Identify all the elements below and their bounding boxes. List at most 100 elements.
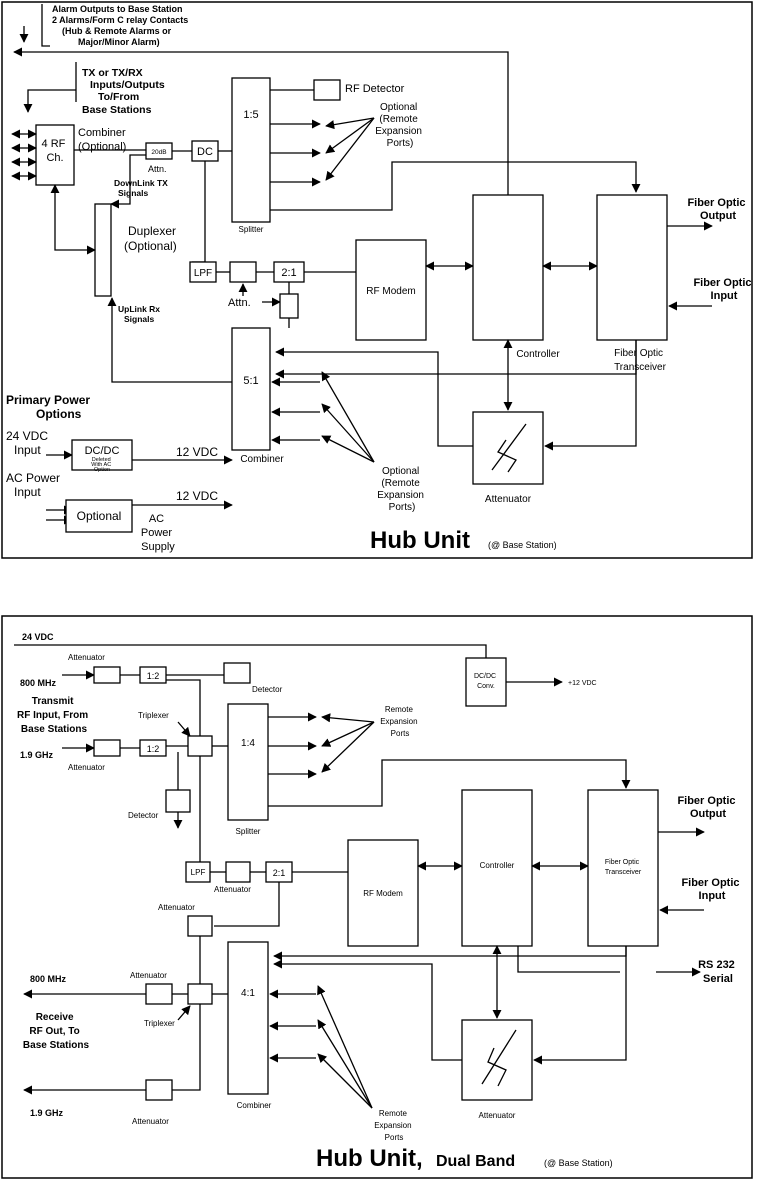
pointer-arrow bbox=[317, 1053, 373, 1109]
combiner-optional-label: Combiner (Optional) bbox=[78, 127, 129, 153]
attenuator-box bbox=[461, 1019, 533, 1101]
pointer-arrow bbox=[321, 435, 375, 463]
attenuator-label: Attenuator bbox=[479, 1111, 516, 1120]
fo-output-label: Fiber Optic Output bbox=[687, 197, 748, 222]
splitter-ratio: 1:5 bbox=[243, 109, 258, 121]
optional-ports-label-1: Optional (Remote Expansion Ports) bbox=[375, 102, 424, 149]
alarm-note: Alarm Outputs to Base Station 2 Alarms/F… bbox=[52, 4, 191, 47]
attenuator-f-label: Attenuator bbox=[132, 1117, 169, 1126]
hub-unit-subtitle: (@ Base Station) bbox=[488, 540, 557, 550]
triplexer-a-pointer bbox=[177, 721, 191, 737]
combiner-box bbox=[227, 941, 269, 1095]
rf-modem-box bbox=[355, 239, 427, 341]
triplexer-b-label: Triplexer bbox=[144, 1019, 175, 1028]
attenuator-f-box bbox=[145, 1079, 173, 1101]
splitter-ratio: 1:4 bbox=[241, 738, 255, 749]
pointer-arrow bbox=[321, 713, 375, 723]
controller-label: Controller bbox=[480, 861, 515, 870]
hub-unit-dual-subtitle: (@ Base Station) bbox=[544, 1158, 613, 1168]
controller-label: Controller bbox=[516, 349, 560, 360]
rs232-label: RS 232 Serial bbox=[698, 959, 738, 985]
attn-box bbox=[229, 261, 257, 283]
duplexer-rfch-line bbox=[50, 184, 96, 255]
tx-note: TX or TX/RX Inputs/Outputs To/From Base … bbox=[82, 67, 168, 116]
transceiver-to-attenuator-line bbox=[544, 340, 637, 451]
mhz800-in-label: 800 MHz bbox=[20, 678, 57, 688]
hub-unit-title: Hub Unit bbox=[370, 527, 470, 554]
alarm-bracket bbox=[41, 4, 50, 47]
pointer-arrow bbox=[325, 117, 375, 154]
pointer-arrow bbox=[321, 371, 375, 463]
ratio-21-label: 2:1 bbox=[273, 868, 286, 878]
attenuator-e-label: Attenuator bbox=[130, 971, 167, 980]
tx-down-arrow bbox=[23, 89, 76, 113]
uplink-label: UpLink Rx Signals bbox=[118, 304, 162, 324]
mhz800-out-label: 800 MHz bbox=[30, 974, 67, 984]
attenuator-to-combiner-line bbox=[273, 959, 462, 1061]
variable-attenuator-symbol bbox=[481, 1029, 517, 1087]
pointer-arrow bbox=[321, 721, 375, 747]
attenuator-c-label: Attenuator bbox=[214, 885, 251, 894]
optional-ports-label-2: Optional (Remote Expansion Ports) bbox=[377, 466, 426, 513]
rf-detector-label: RF Detector bbox=[345, 83, 405, 95]
combiner-ratio: 4:1 bbox=[241, 988, 255, 999]
dcdc-conv-label: DC/DC Conv. bbox=[474, 673, 498, 690]
pointer-arrow bbox=[325, 117, 375, 130]
triplexer-a-box bbox=[187, 735, 213, 757]
dual-band-label: Dual Band bbox=[436, 1153, 515, 1170]
transceiver-to-combiner-line bbox=[273, 946, 627, 961]
attenuator-a-box bbox=[93, 666, 121, 684]
splitter-box bbox=[227, 703, 269, 821]
pointer-arrow bbox=[321, 721, 375, 773]
vdc12-label-b: 12 VDC bbox=[176, 489, 218, 503]
lpf-label: LPF bbox=[191, 868, 206, 877]
alarm-line bbox=[13, 47, 509, 195]
dcdc-note: Deleted With AC Option bbox=[91, 457, 112, 473]
splitter-label: Splitter bbox=[236, 827, 261, 836]
attenuator-to-combiner-line bbox=[275, 347, 473, 447]
hub-unit-dual-band-diagram: 24 VDC DC/DC Conv. +12 VDC 800 MHz Atten… bbox=[1, 615, 753, 1179]
receive-label: Receive RF Out, To Base Stations bbox=[23, 1012, 90, 1051]
attenuator-a-label: Attenuator bbox=[68, 653, 105, 662]
split-12-b-label: 1:2 bbox=[147, 744, 160, 754]
21-to-attenuator-d-line bbox=[214, 882, 280, 927]
variable-attenuator-symbol bbox=[491, 423, 527, 473]
controller-rs232-line bbox=[517, 946, 620, 973]
attn-small-box bbox=[279, 293, 299, 319]
split-12-a-label: 1:2 bbox=[147, 671, 160, 681]
attenuator-label: Attenuator bbox=[485, 494, 532, 505]
pointer-arrow bbox=[325, 117, 375, 181]
dcdc-conv-box bbox=[465, 657, 507, 707]
uplink-line bbox=[107, 297, 232, 383]
pointer-arrow bbox=[317, 1019, 373, 1109]
hub-unit-dual-title: Hub Unit, bbox=[316, 1145, 423, 1172]
ac-input-label: AC Power Input bbox=[6, 471, 63, 499]
combiner-box bbox=[231, 327, 271, 451]
ghz19-in-label: 1.9 GHz bbox=[20, 750, 54, 760]
power-title: Primary Power Options bbox=[6, 393, 93, 421]
rf-detector-box bbox=[313, 79, 341, 101]
splitter-label: Splitter bbox=[239, 225, 264, 234]
detector-b-label: Detector bbox=[128, 811, 159, 820]
triplexer-b-box bbox=[187, 983, 213, 1005]
triplexer-a-label: Triplexer bbox=[138, 711, 169, 720]
attenuator-d-box bbox=[187, 915, 213, 937]
ratio-2to1-label: 2:1 bbox=[281, 267, 296, 279]
fo-transceiver-box bbox=[587, 789, 659, 947]
attenuator-b-box bbox=[93, 739, 121, 757]
remote-ports-label-1: Remote Expansion Ports bbox=[380, 705, 420, 738]
bottom-frame bbox=[1, 615, 753, 1179]
attn-arrow-label: Attn. bbox=[228, 297, 251, 309]
dcdc-box bbox=[71, 439, 133, 471]
splitter-to-transceiver-line bbox=[268, 759, 631, 807]
fo-transceiver-box bbox=[596, 194, 668, 341]
splitter-to-transceiver-line bbox=[270, 161, 641, 211]
fo-input-label: Fiber Optic Input bbox=[681, 877, 742, 902]
pointer-arrow bbox=[317, 985, 373, 1109]
ghz19-out-label: 1.9 GHz bbox=[30, 1108, 64, 1118]
combiner-label: Combiner bbox=[240, 454, 284, 465]
fo-input-label: Fiber Optic Input bbox=[693, 277, 754, 302]
combiner-ratio: 5:1 bbox=[243, 375, 258, 387]
dc-label: DC bbox=[197, 146, 213, 158]
